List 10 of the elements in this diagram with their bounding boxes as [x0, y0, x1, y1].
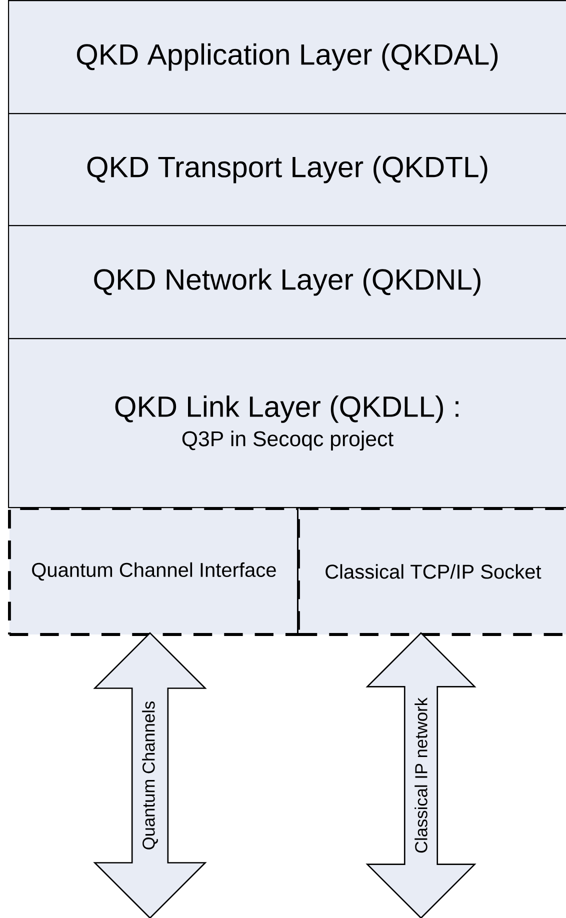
node-label: QKD Application Layer (QKDAL)	[76, 43, 498, 71]
layer-box: QKD Network Layer (QKDNL)	[8, 225, 566, 340]
node-label: QKD Network Layer (QKDNL)	[94, 268, 480, 296]
node-label: QKD Transport Layer (QKDTL)	[87, 156, 488, 184]
interface-box: Classical TCP/IP Socket	[297, 507, 566, 636]
interface-box: Quantum Channel Interface	[8, 507, 300, 636]
layer-box: QKD Transport Layer (QKDTL)	[8, 113, 566, 226]
layer-box: QKD Application Layer (QKDAL)	[8, 0, 566, 114]
node-label: Classical IP network	[414, 697, 428, 853]
node-label: Quantum Channels	[142, 701, 158, 850]
